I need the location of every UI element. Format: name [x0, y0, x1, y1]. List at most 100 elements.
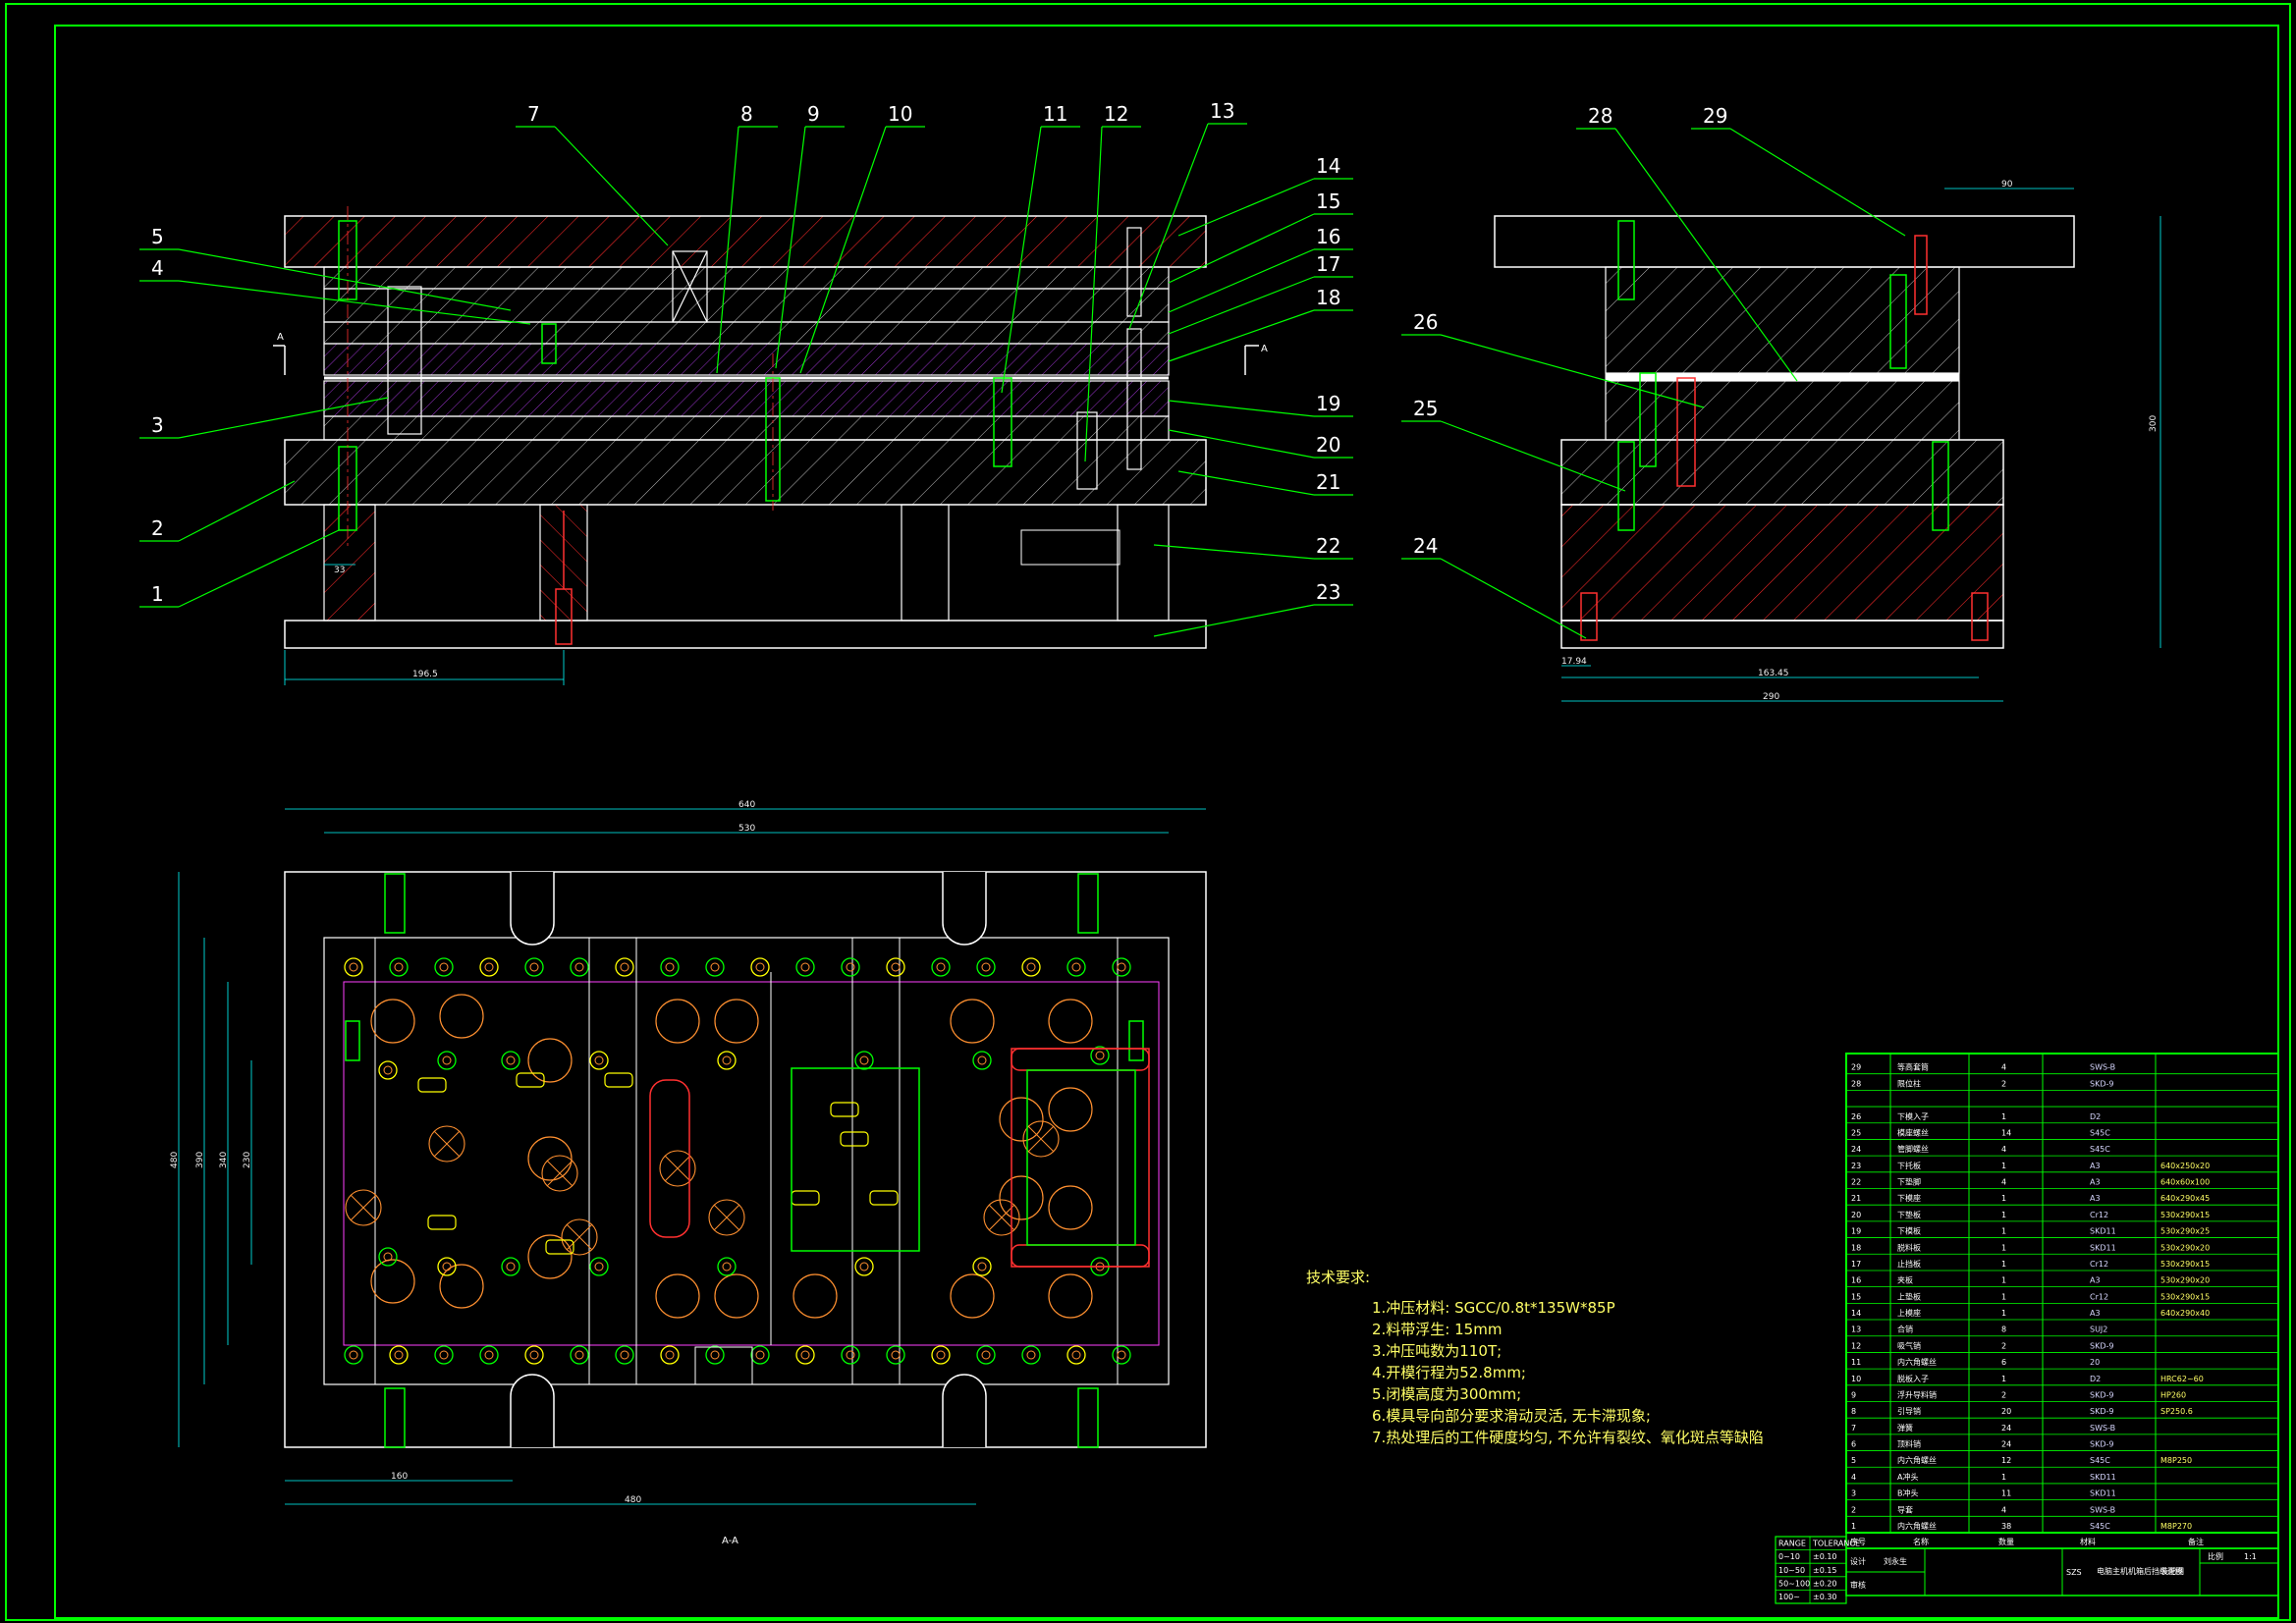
guide-post-r1 [1128, 1020, 1144, 1061]
cross-hole-5 [983, 1199, 1020, 1236]
upper-die-seat [284, 215, 1207, 268]
callout-label-22: 22 [1316, 534, 1340, 558]
tech-item-7: 7.热处理后的工件硬度均匀, 不允许有裂纹、氧化斑点等缺陷 [1372, 1429, 1764, 1446]
hole-small-9 [524, 1345, 544, 1365]
callout-leader-11 [1001, 126, 1042, 394]
hole-small-0 [344, 957, 363, 977]
hole-small-5 [434, 1345, 454, 1365]
section-mark-left: A [277, 332, 284, 343]
callout-label-8: 8 [740, 102, 753, 126]
dim-front-bottom: 196.5 [412, 670, 438, 679]
hole-small-34 [1112, 957, 1131, 977]
hole-small-51 [854, 1257, 874, 1276]
bom-mat-22: SWS-B [2090, 1424, 2115, 1433]
lower-die-plate [323, 380, 1170, 417]
tb-design: 设计 [1850, 1556, 1866, 1566]
bom-note-12: 530x290x15 [2160, 1260, 2210, 1269]
hole-small-inner-0 [349, 962, 358, 972]
part-frame-right-inner [1026, 1069, 1136, 1246]
hole-small-15 [660, 1345, 680, 1365]
callout-label-18: 18 [1316, 286, 1340, 309]
section-mark-right: A [1261, 344, 1268, 354]
bom-mat-10: SKD11 [2090, 1227, 2116, 1236]
bom-mat-11: SKD11 [2090, 1243, 2116, 1252]
hole-small-inner-23 [846, 1350, 855, 1360]
hole-small-44 [972, 1051, 992, 1070]
bom-name-11: 脱料板 [1897, 1242, 1921, 1252]
cross-hole-y-6 [566, 1223, 593, 1251]
hole-small-29 [976, 1345, 996, 1365]
hole-small-inner-21 [800, 1350, 810, 1360]
bom-note-7: 640x60x100 [2160, 1178, 2210, 1187]
bom-no-7: 22 [1851, 1178, 1861, 1187]
callout-leader-17 [1168, 276, 1315, 335]
hole-large-19 [999, 1175, 1044, 1220]
hole-small-26 [931, 957, 951, 977]
tol-value-2: ±0.15 [1813, 1566, 1837, 1575]
hole-small-inner-10 [574, 962, 584, 972]
bom-note-19: HRC62~60 [2160, 1375, 2204, 1383]
bom-mat-20: SKD-9 [2090, 1390, 2113, 1399]
tech-item-1: 1.冲压材料: SGCC/0.8t*135W*85P [1372, 1299, 1615, 1317]
tb-check: 审核 [1850, 1580, 1866, 1590]
bom-qty-5: 4 [2001, 1145, 2006, 1154]
bom-no-23: 6 [1851, 1440, 1856, 1449]
hole-small-inner-50 [859, 1055, 869, 1065]
bom-mat-5: S45C [2090, 1145, 2110, 1154]
callout-label-4: 4 [151, 256, 164, 280]
cross-hole-y-0 [433, 1130, 461, 1158]
hole-small-inner-19 [755, 1350, 765, 1360]
bom-mat-6: A3 [2090, 1162, 2101, 1170]
pilot-slot-4 [604, 1072, 633, 1088]
hole-small-inner-9 [529, 1350, 539, 1360]
tol-range-0: RANGE [1778, 1540, 1806, 1548]
hole-small-36 [378, 1060, 398, 1080]
bom-no-11: 18 [1851, 1243, 1861, 1252]
bom-mat-21: SKD-9 [2090, 1407, 2113, 1416]
bom-mat-28: S45C [2090, 1522, 2110, 1531]
bom-no-21: 8 [1851, 1407, 1856, 1416]
bom-name-24: 内六角螺丝 [1897, 1455, 1937, 1465]
hole-small-inner-3 [394, 1350, 404, 1360]
bom-qty-17: 2 [2001, 1341, 2006, 1350]
side-lower-seat [1560, 439, 2004, 506]
hole-large-12 [1048, 999, 1093, 1044]
callout-label-20: 20 [1316, 433, 1340, 457]
bom-no-3: 26 [1851, 1112, 1861, 1121]
bom-name-28: 内六角螺丝 [1897, 1521, 1937, 1531]
bom-qty-23: 24 [2001, 1440, 2011, 1449]
callout-leader-22 [1153, 544, 1315, 560]
bom-qty-3: 1 [2001, 1112, 2006, 1121]
bom-qty-15: 1 [2001, 1309, 2006, 1318]
bom-name-15: 上模座 [1897, 1308, 1921, 1318]
hole-small-2 [389, 957, 409, 977]
side-upper-seat [1494, 215, 2075, 268]
bom-name-17: 吸气销 [1897, 1340, 1921, 1350]
hole-small-40 [501, 1051, 520, 1070]
cross-hole-4 [1022, 1120, 1060, 1158]
bom-note-24: M8P250 [2160, 1456, 2192, 1465]
callout-label-11: 11 [1043, 102, 1067, 126]
plan-strip [343, 981, 1160, 1346]
bom-no-6: 23 [1851, 1162, 1861, 1170]
bom-no-20: 9 [1851, 1390, 1856, 1399]
plan-dim-left-outer-text: 480 [170, 1152, 180, 1168]
tech-item-6: 6.模具导向部分要求滑动灵活, 无卡滞现象; [1372, 1407, 1651, 1425]
tol-range-2: 10~50 [1778, 1566, 1805, 1575]
callout-leader-18 [1168, 309, 1315, 362]
callout-leader-13 [1128, 123, 1209, 330]
hole-small-inner-8 [529, 962, 539, 972]
bom-name-3: 下模入子 [1897, 1111, 1929, 1121]
hole-small-30 [1021, 957, 1041, 977]
callout-leader-1 [178, 529, 340, 608]
bom-no-0: 29 [1851, 1063, 1861, 1072]
hole-small-inner-15 [665, 1350, 675, 1360]
part-frame-center [791, 1067, 920, 1252]
part-frame-bar-top [1011, 1048, 1150, 1071]
lower-base-plate [284, 620, 1207, 649]
callout-leader-25 [1440, 420, 1626, 492]
bom-mat-15: A3 [2090, 1309, 2101, 1318]
bolt-upper-center [541, 323, 557, 364]
callout-leader-24 [1440, 558, 1587, 639]
